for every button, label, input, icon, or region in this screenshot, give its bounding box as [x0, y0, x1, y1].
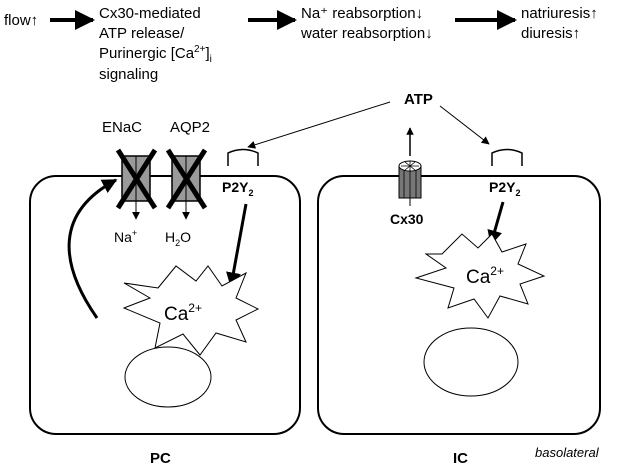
atp-to-ic-receptor-arrow — [439, 105, 490, 145]
cx30-label: Cx30 — [390, 211, 424, 227]
na-label: Na+ — [114, 228, 137, 245]
pc-ca-label: Ca2+ — [164, 301, 202, 325]
ic-p2y2-label: P2Y2 — [489, 179, 520, 198]
enac-block-x-icon — [115, 148, 158, 210]
pc-calcium-burst — [122, 265, 260, 356]
flow-step-1: flow↑ — [4, 12, 38, 29]
pc-label: PC — [150, 450, 171, 467]
flow-step-2: Cx30-mediated ATP release/ Purinergic [C… — [99, 5, 212, 83]
flow-step-3-line-1: Na⁺ reabsorption↓ — [301, 5, 423, 22]
flow-step-2-line-3: Purinergic [Ca2+]i — [99, 44, 212, 65]
ic-label: IC — [453, 450, 468, 467]
ic-cell — [317, 175, 601, 435]
enac-label: ENaC — [102, 119, 142, 136]
ic-p2y2-receptor — [491, 148, 523, 166]
ic-ca-label: Ca2+ — [466, 264, 504, 288]
flow-step-2-line-2: ATP release/ — [99, 25, 185, 42]
flow-step-2-line-1: Cx30-mediated — [99, 5, 201, 22]
basolateral-label: basolateral — [535, 445, 600, 460]
flow-step-2-line-4: signaling — [99, 66, 158, 83]
ic-nucleus — [423, 327, 519, 397]
cx30-hemichannel — [398, 160, 422, 199]
aqp2-label: AQP2 — [170, 119, 210, 136]
pc-nucleus — [124, 346, 212, 408]
flow-step-4-line-2: diuresis↑ — [521, 25, 580, 42]
pc-p2y2-to-ca-arrow — [226, 203, 248, 288]
ic-calcium-burst — [414, 233, 546, 319]
pc-cell — [29, 175, 301, 435]
flow-step-3: Na⁺ reabsorption↓ water reabsorption↓ — [300, 5, 433, 42]
h2o-label: H2O — [165, 229, 191, 248]
aqp2-block-x-icon — [165, 148, 208, 210]
atp-to-pc-receptor-arrow — [247, 101, 391, 149]
atp-label: ATP — [404, 91, 433, 108]
pc-p2y2-label: P2Y2 — [222, 179, 253, 198]
flow-step-3-line-2: water reabsorption↓ — [300, 25, 433, 42]
pc-p2y2-receptor — [227, 148, 259, 166]
pc-ca-feedback-arrow — [67, 178, 118, 319]
flow-step-4: natriuresis↑ diuresis↑ — [521, 5, 598, 42]
flow-step-4-line-1: natriuresis↑ — [521, 5, 598, 22]
